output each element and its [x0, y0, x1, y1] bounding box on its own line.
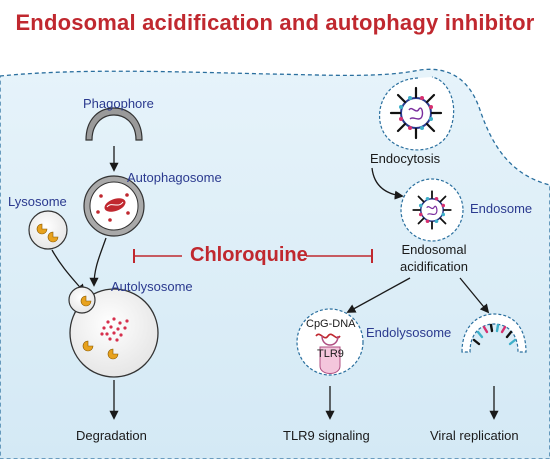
arrow-autophagosome-autolysosome — [89, 237, 107, 287]
viral-replication-vesicle — [461, 313, 527, 353]
chloroquine-label: Chloroquine — [190, 244, 308, 266]
endolysosome-label: Endolysosome — [366, 325, 452, 340]
lysosome-shape — [28, 210, 68, 250]
autolysosome-degraded-cargo — [100, 317, 129, 342]
phagophore-shape — [85, 107, 143, 141]
cpg-dna-label: CpG-DNA — [306, 318, 356, 330]
arrow-endocytosis-endosome — [371, 167, 404, 200]
tlr9-label: TLR9 — [317, 348, 344, 360]
diagram-title: Endosomal acidification and autophagy in… — [15, 10, 535, 35]
phagophore-label: Phagophore — [83, 96, 154, 111]
arrow-acidification-viral-replication — [459, 277, 490, 314]
tlr9-signaling-label: TLR9 signaling — [283, 428, 370, 443]
degradation-label: Degradation — [76, 428, 147, 443]
autophagosome-label: Autophagosome — [127, 170, 222, 185]
virus-endocytosis-vesicle — [378, 76, 455, 151]
endosomal-acidification-line1: Endosomal — [401, 242, 467, 257]
endocytosis-label: Endocytosis — [370, 151, 441, 166]
viral-replication-label: Viral replication — [430, 428, 519, 443]
lysosome-label: Lysosome — [8, 194, 67, 209]
autolysosome-label: Autolysosome — [111, 279, 193, 294]
autophagosome-shape — [83, 175, 145, 237]
endosomal-acidification-line2: acidification — [400, 259, 468, 274]
chloroquine-inhibition-right — [306, 249, 373, 263]
chloroquine-inhibition-left — [133, 249, 182, 263]
endosome-label: Endosome — [470, 201, 533, 216]
arrow-acidification-endolysosome — [346, 277, 411, 313]
endolysosome-shape — [296, 308, 364, 376]
endosome-shape — [400, 178, 464, 242]
